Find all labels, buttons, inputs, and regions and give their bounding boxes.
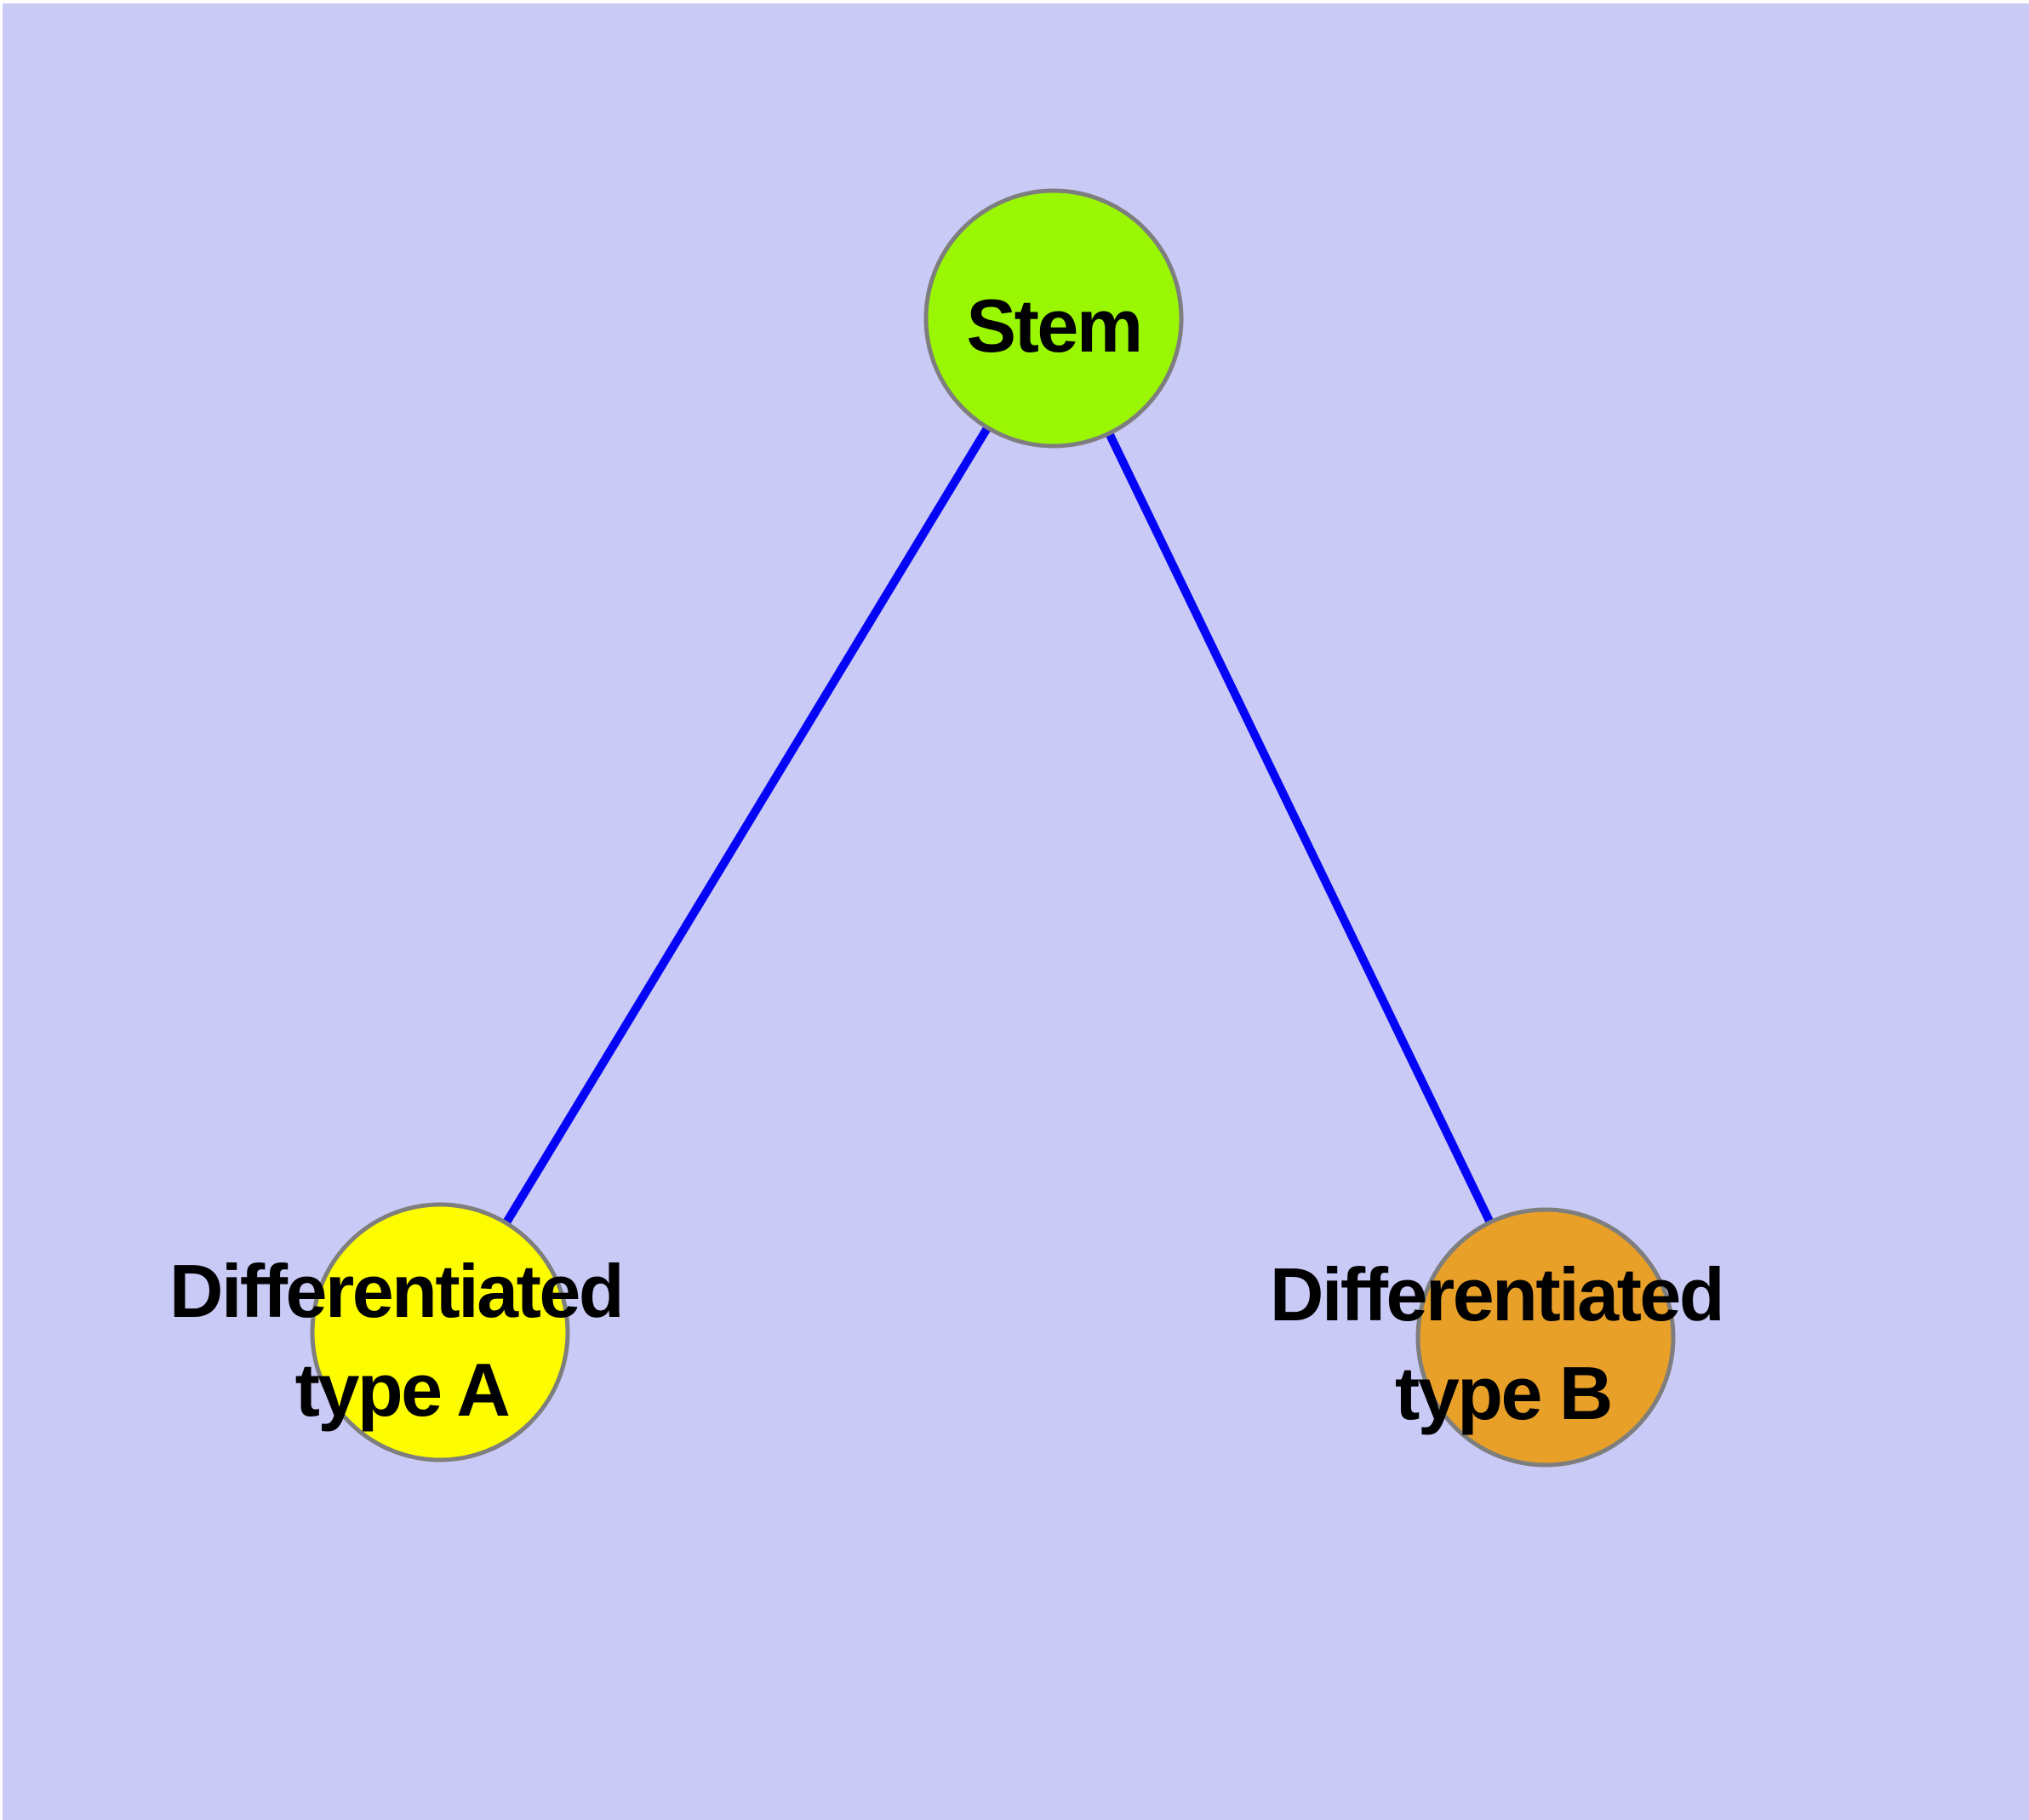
node-differentiated-type-a: [310, 1202, 570, 1462]
node-type-a-label-line2: type A: [295, 1348, 510, 1432]
node-type-b-label-line2: type B: [1395, 1351, 1611, 1435]
node-differentiated-type-b: [1415, 1207, 1676, 1468]
edge-stem-to-type-b: [1049, 314, 1550, 1342]
edge-stem-to-type-a: [436, 314, 1058, 1336]
node-type-a-label-line1: Differentiated: [169, 1249, 622, 1333]
node-stem-label: Stem: [966, 283, 1140, 368]
node-stem: [923, 188, 1184, 449]
node-type-b-label-line1: Differentiated: [1270, 1252, 1723, 1336]
